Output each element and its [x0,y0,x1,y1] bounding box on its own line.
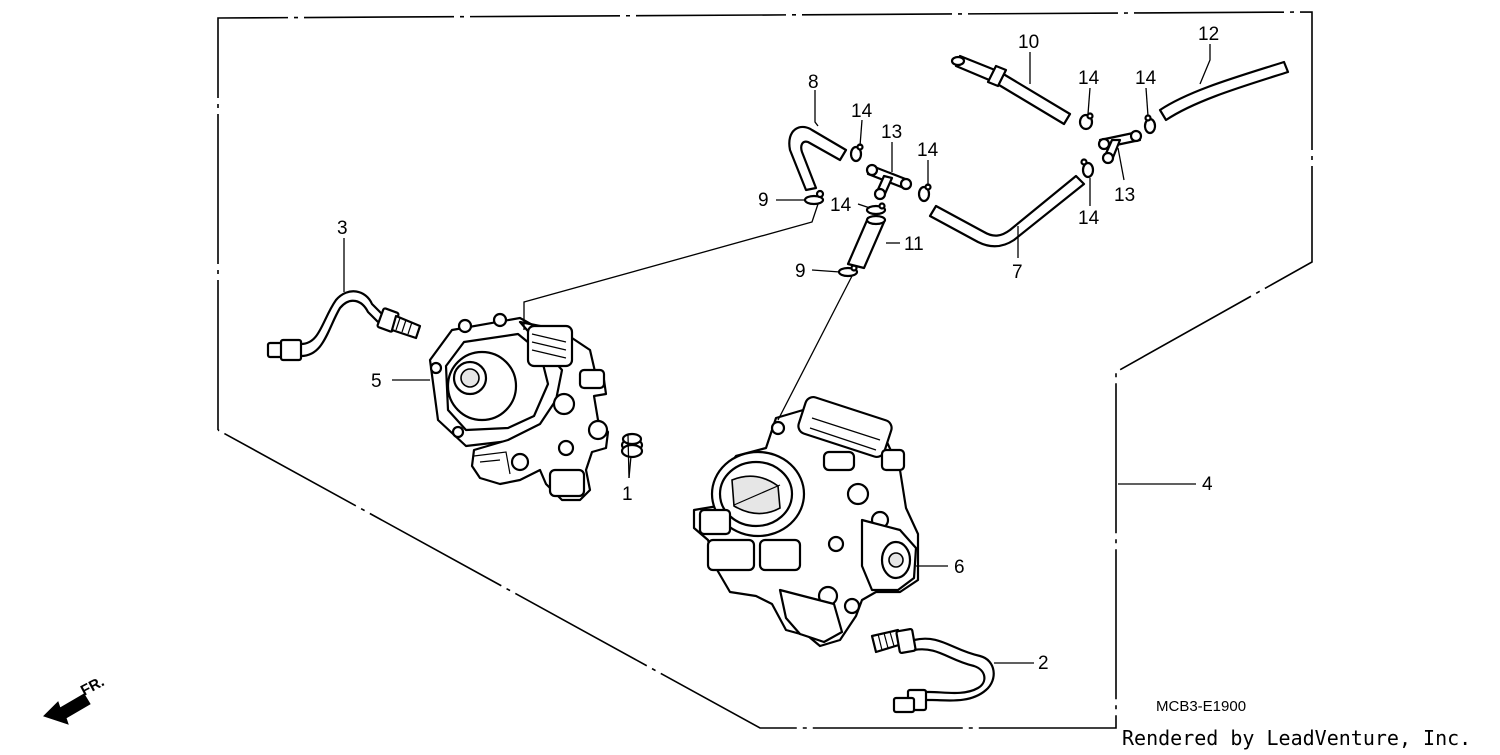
part-6-carburetor-right[interactable] [692,395,920,648]
part-11-tube[interactable] [846,214,887,270]
callout-7: 7 [1012,262,1023,283]
part-1-spring[interactable] [620,432,644,479]
callout-3: 3 [337,218,348,239]
callout-13-left: 13 [881,122,902,143]
part-3-sensor[interactable] [266,290,422,362]
part-13-t-joint-left[interactable] [865,163,913,201]
assembly-outline [217,11,1313,729]
callout-9-lower: 9 [795,261,806,282]
callout-14-d: 14 [1078,68,1100,89]
callout-14-a: 14 [851,101,873,122]
part-14-clamp-a[interactable] [849,143,864,163]
arrow-forward-icon: FR. [43,673,107,725]
part-14-clamp-e[interactable] [1080,158,1095,179]
callout-5: 5 [371,371,382,392]
part-14-clamp-d[interactable] [1078,112,1094,131]
callout-4: 4 [1202,474,1213,495]
part-9-clip-upper[interactable] [803,189,825,206]
diagram-code: MCB3-E1900 [1156,698,1246,715]
callout-8: 8 [808,72,819,93]
part-12-hose[interactable] [1158,60,1290,122]
leader-lines [343,44,1211,664]
part-14-clamp-b[interactable] [865,202,887,216]
callout-2: 2 [1038,653,1049,674]
callout-13-right: 13 [1114,185,1135,206]
callout-14-e: 14 [1078,208,1100,229]
callout-6: 6 [954,557,965,578]
part-14-clamp-c[interactable] [917,183,932,203]
part-2-sensor[interactable] [870,627,995,714]
part-14-clamp-f[interactable] [1143,114,1157,135]
part-10-hose[interactable] [950,54,1072,126]
credit-text: Rendered by LeadVenture, Inc. [1122,726,1471,750]
part-5-carburetor-left[interactable] [428,312,610,502]
callout-12: 12 [1198,24,1219,45]
callout-labels: 1 2 3 4 5 6 7 8 9 9 10 11 12 13 13 14 14… [337,24,1219,674]
part-8-hose[interactable] [788,125,848,192]
part-13-t-joint-right[interactable] [1097,129,1143,165]
callout-14-f: 14 [1135,68,1157,89]
callout-1: 1 [622,484,633,505]
part-9-clip-lower[interactable] [837,264,859,278]
callout-9-upper: 9 [758,190,769,211]
part-7-hose[interactable] [928,174,1086,248]
callout-14-b: 14 [830,195,852,216]
callout-10: 10 [1018,32,1039,53]
callout-11: 11 [904,234,924,255]
callout-14-c: 14 [917,140,939,161]
